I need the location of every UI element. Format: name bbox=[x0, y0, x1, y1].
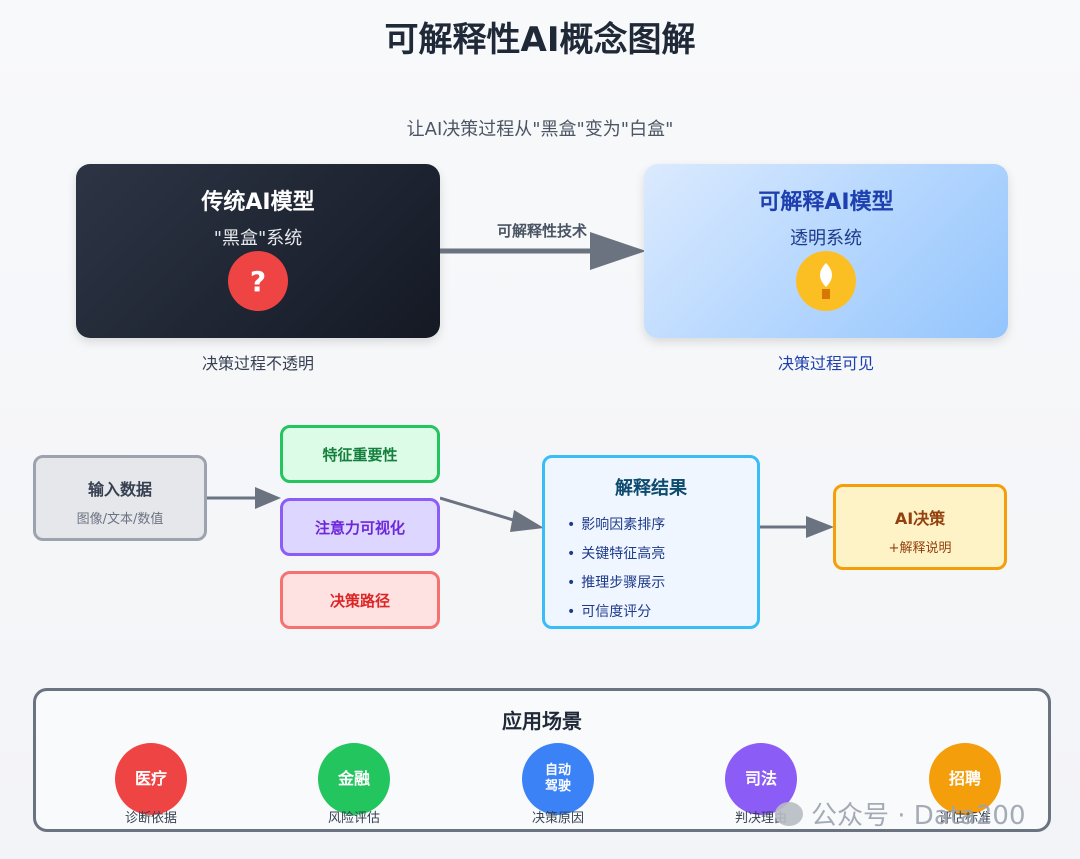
wechat-icon bbox=[775, 801, 803, 826]
scenarios-title: 应用场景 bbox=[502, 709, 582, 733]
scenario-medical-caption: 诊断依据 bbox=[124, 811, 177, 826]
page-title: 可解释性AI概念图解 bbox=[384, 20, 696, 60]
explainable-model-title: 可解释AI模型 bbox=[758, 190, 894, 215]
ai-decision-box: AI决策 +解释说明 bbox=[833, 484, 1007, 570]
watermark: 公众号 · Data200 bbox=[775, 795, 1026, 832]
explanation-result-title: 解释结果 bbox=[615, 478, 687, 499]
input-to-technique-arrow bbox=[207, 487, 281, 509]
scenario-recruitment-caption: 评估标准 bbox=[938, 811, 991, 826]
watermark-text: 公众号 · Data200 bbox=[811, 801, 1026, 831]
traditional-model-subtitle: "黑盒"系统 bbox=[213, 228, 303, 249]
ai-decision-subtitle: +解释说明 bbox=[888, 541, 952, 556]
scenario-autonomous-driving-caption: 决策原因 bbox=[531, 811, 584, 826]
list-item: •关键特征高亮 bbox=[567, 546, 666, 562]
technique-feature-importance: 特征重要性 bbox=[280, 425, 440, 483]
traditional-model-title: 传统AI模型 bbox=[201, 190, 315, 215]
traditional-model-caption: 决策过程不透明 bbox=[201, 354, 314, 373]
result-to-decision-arrow bbox=[760, 516, 834, 538]
explainable-model-caption: 决策过程可见 bbox=[777, 354, 874, 373]
input-data-box: 输入数据 图像/文本/数值 bbox=[33, 455, 207, 541]
scenario-finance: 金融 bbox=[318, 743, 390, 815]
scenario-recruitment: 招聘 bbox=[929, 743, 1001, 815]
application-scenarios-panel: 应用场景 医疗 诊断依据 金融 风险评估 自动 驾驶 决策原因 司法 判决理由 … bbox=[33, 688, 1051, 832]
scenario-autonomous-driving: 自动 驾驶 bbox=[522, 743, 594, 815]
ai-decision-title: AI决策 bbox=[894, 509, 946, 528]
scenario-finance-caption: 风险评估 bbox=[327, 811, 380, 826]
input-data-subtitle: 图像/文本/数值 bbox=[76, 512, 164, 527]
explainable-model-box: 可解释AI模型 透明系统 bbox=[644, 164, 1008, 338]
scenario-judicial-caption: 判决理由 bbox=[734, 811, 787, 826]
lightbulb-icon bbox=[796, 251, 856, 311]
explanation-result-box: 解释结果 •影响因素排序 •关键特征高亮 •推理步骤展示 •可信度评分 bbox=[542, 455, 760, 629]
input-data-title: 输入数据 bbox=[87, 480, 152, 499]
list-item: •推理步骤展示 bbox=[567, 575, 666, 591]
page-subtitle: 让AI决策过程从"黑盒"变为"白盒" bbox=[406, 119, 674, 140]
transition-label: 可解释性技术 bbox=[496, 222, 587, 240]
traditional-model-box: 传统AI模型 "黑盒"系统 ? bbox=[76, 164, 440, 338]
technique-decision-path: 决策路径 bbox=[280, 571, 440, 629]
technique-attention-visualization: 注意力可视化 bbox=[280, 498, 440, 556]
technique-to-result-arrow bbox=[440, 496, 544, 532]
question-mark-icon: ? bbox=[228, 251, 288, 311]
list-item: •可信度评分 bbox=[567, 604, 652, 620]
explainable-model-subtitle: 透明系统 bbox=[790, 228, 862, 249]
transition-arrow bbox=[440, 232, 646, 270]
explanation-result-list: •影响因素排序 •关键特征高亮 •推理步骤展示 •可信度评分 bbox=[567, 514, 665, 630]
list-item: •影响因素排序 bbox=[567, 517, 666, 533]
scenario-medical: 医疗 bbox=[115, 743, 187, 815]
